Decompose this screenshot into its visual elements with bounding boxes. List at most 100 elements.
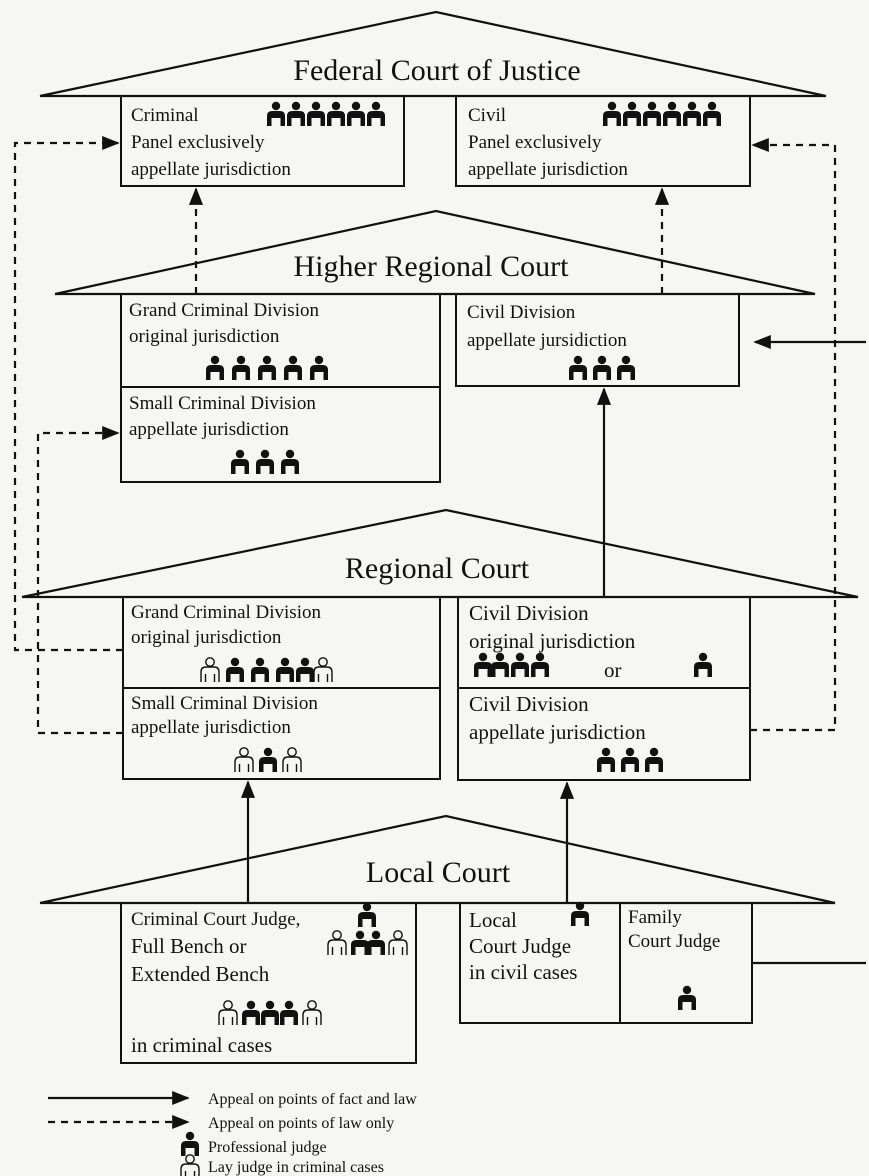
professional-judge-icon bbox=[281, 449, 299, 474]
regional-small-criminal-line-1: Small Criminal Division bbox=[131, 693, 318, 714]
professional-judge-icon bbox=[703, 101, 721, 126]
professional-judge-icon bbox=[597, 747, 615, 772]
professional-judge-icon bbox=[242, 1000, 260, 1025]
professional-judge-icon bbox=[358, 902, 376, 927]
regional-court-tier: Regional Court Grand Criminal Division o… bbox=[21, 508, 859, 781]
lay-judge-icon bbox=[234, 747, 254, 773]
lay-judge-icon bbox=[313, 657, 333, 683]
lay-judge-icon bbox=[388, 930, 408, 956]
professional-judge-icon bbox=[276, 657, 294, 682]
professional-judge-icon bbox=[367, 101, 385, 126]
local-criminal-line-2: Full Bench or bbox=[131, 934, 247, 958]
dashed-arrow-regional-grand-to-federal bbox=[13, 135, 123, 652]
federal-civil-line-1: Civil bbox=[468, 105, 506, 126]
local-criminal-line-3: Extended Bench bbox=[131, 962, 270, 986]
legend-lay-label: Lay judge in criminal cases bbox=[208, 1159, 384, 1176]
higher-regional-court-tier: Higher Regional Court Grand Criminal Div… bbox=[54, 209, 816, 483]
federal-criminal-panel-box bbox=[120, 95, 405, 187]
professional-judge-icon bbox=[259, 747, 277, 772]
regional-civil-appellate-line-1: Civil Division bbox=[469, 692, 589, 716]
higher-small-criminal-line-2: appellate jurisdiction bbox=[129, 419, 289, 440]
professional-judge-icon bbox=[678, 985, 696, 1010]
federal-criminal-line-3: appellate jurisdiction bbox=[131, 159, 291, 180]
regional-civil-original-line-1: Civil Division bbox=[469, 601, 589, 625]
professional-judge-icon bbox=[531, 652, 549, 677]
local-court-title: Local Court bbox=[366, 856, 511, 889]
professional-judge-icon bbox=[280, 1000, 298, 1025]
professional-judge-icon bbox=[623, 101, 641, 126]
professional-judge-icon bbox=[258, 355, 276, 380]
higher-grand-criminal-line-1: Grand Criminal Division bbox=[129, 300, 319, 321]
higher-civil-judges bbox=[569, 355, 635, 380]
professional-judge-icon bbox=[261, 1000, 279, 1025]
professional-judge-icon bbox=[617, 355, 635, 380]
higher-grand-criminal-judges bbox=[206, 355, 328, 380]
local-family-line-2: Court Judge bbox=[628, 931, 720, 952]
professional-judge-icon bbox=[251, 657, 269, 682]
professional-judge-icon bbox=[267, 101, 285, 126]
federal-criminal-line-2: Panel exclusively bbox=[131, 132, 265, 153]
local-criminal-box bbox=[120, 902, 417, 1064]
lay-judge-icon bbox=[327, 930, 347, 956]
regional-civil-appellate-judges bbox=[597, 747, 663, 772]
regional-civil-appellate-line-2: appellate jurisdiction bbox=[469, 720, 646, 744]
professional-judge-icon bbox=[287, 101, 305, 126]
professional-judge-icon bbox=[663, 101, 681, 126]
lay-judge-icon bbox=[302, 1000, 322, 1026]
professional-judge-icon bbox=[569, 355, 587, 380]
local-civil-line-2: Court Judge bbox=[469, 934, 571, 958]
legend: Appeal on points of fact and law Appeal … bbox=[48, 1090, 417, 1176]
higher-civil-line-2: appellate jursidiction bbox=[467, 330, 627, 351]
professional-judge-icon bbox=[491, 652, 509, 677]
higher-small-criminal-line-1: Small Criminal Division bbox=[129, 393, 316, 414]
legend-dashed-label: Appeal on points of law only bbox=[208, 1115, 394, 1132]
professional-judge-icon bbox=[310, 355, 328, 380]
professional-judge-icon bbox=[621, 747, 639, 772]
federal-civil-judges bbox=[603, 101, 721, 126]
higher-civil-line-1: Civil Division bbox=[467, 302, 576, 323]
professional-judge-icon bbox=[645, 747, 663, 772]
federal-court-tier: Federal Court of Justice Criminal Panel … bbox=[39, 10, 827, 187]
professional-judge-icon bbox=[683, 101, 701, 126]
professional-judge-icon bbox=[571, 901, 589, 926]
appeal-arrows bbox=[13, 135, 866, 965]
higher-civil-division-box bbox=[455, 293, 740, 387]
regional-small-criminal-line-2: appellate jurisdiction bbox=[131, 717, 291, 738]
regional-civil-original-judges bbox=[474, 652, 549, 677]
professional-judge-icon bbox=[226, 657, 244, 682]
local-civil-line-1: Local bbox=[469, 908, 517, 932]
local-extended-bench-judges bbox=[218, 1000, 322, 1026]
lay-judge-icon bbox=[218, 1000, 238, 1026]
professional-judge-icon bbox=[351, 930, 369, 955]
dashed-arrow-regional-civil-to-federal bbox=[750, 137, 837, 732]
federal-civil-panel-box bbox=[455, 95, 751, 187]
professional-judge-icon bbox=[231, 449, 249, 474]
local-court-roof bbox=[39, 814, 836, 905]
lay-judge-icon bbox=[200, 657, 220, 683]
regional-civil-or: or bbox=[604, 658, 622, 682]
higher-grand-criminal-line-2: original jurisdiction bbox=[129, 326, 280, 347]
local-court-tier: Local Court Criminal Court Judge, Full B… bbox=[39, 814, 836, 1064]
regional-civil-appellate-box bbox=[457, 687, 751, 781]
professional-judge-icon bbox=[284, 355, 302, 380]
federal-civil-line-2: Panel exclusively bbox=[468, 132, 602, 153]
dashed-arrow-regional-small-to-higher bbox=[36, 425, 123, 735]
lay-judge-icon bbox=[180, 1154, 200, 1176]
professional-judge-icon bbox=[232, 355, 250, 380]
regional-grand-criminal-line-1: Grand Criminal Division bbox=[131, 602, 321, 623]
professional-judge-icon bbox=[474, 652, 492, 677]
federal-court-roof bbox=[39, 10, 827, 98]
federal-civil-line-3: appellate jurisdiction bbox=[468, 159, 628, 180]
professional-judge-icon bbox=[603, 101, 621, 126]
federal-court-title: Federal Court of Justice bbox=[293, 54, 580, 87]
regional-grand-criminal-line-2: original jurisdiction bbox=[131, 627, 282, 648]
local-family-line-1: Family bbox=[628, 907, 682, 928]
local-criminal-line-4: in criminal cases bbox=[131, 1033, 272, 1057]
professional-judge-icon bbox=[347, 101, 365, 126]
regional-court-title: Regional Court bbox=[345, 552, 530, 585]
professional-judge-icon bbox=[296, 657, 314, 682]
professional-judge-icon bbox=[256, 449, 274, 474]
legend-professional-label: Professional judge bbox=[208, 1139, 327, 1156]
